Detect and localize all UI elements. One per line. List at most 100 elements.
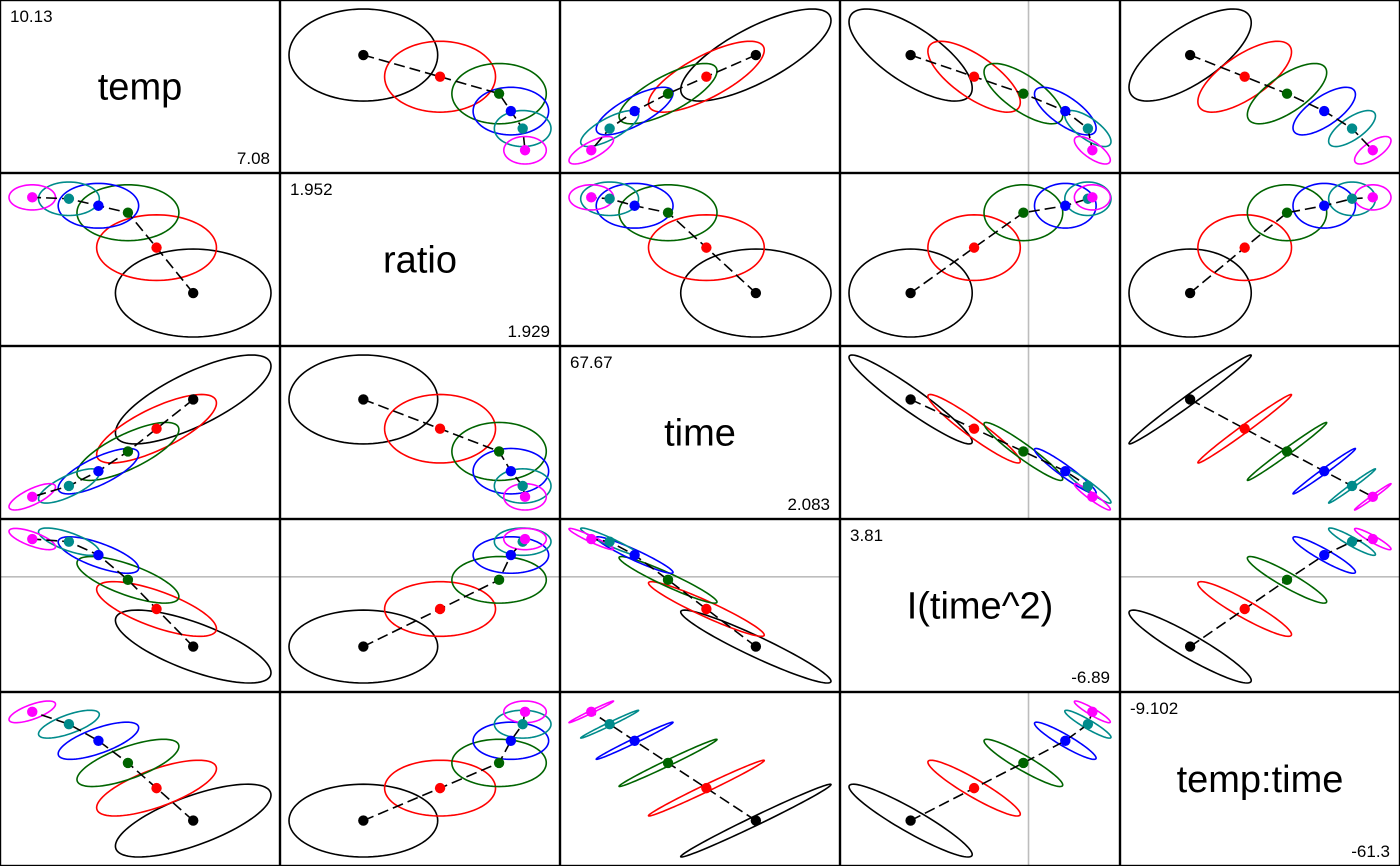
ellipse-group-4 [595, 721, 674, 761]
ellipse-group-2 [383, 759, 497, 817]
ellipse-group-1 [288, 354, 439, 445]
ellipse-group-3 [618, 738, 718, 788]
center-point-group-1 [188, 815, 199, 826]
ellipse-group-3 [618, 183, 718, 242]
panel-i-time-2-vs-temp-time [1119, 518, 1400, 693]
panel-content [288, 8, 552, 165]
center-point-group-1 [188, 287, 199, 299]
panel-content [1128, 354, 1392, 511]
center-point-group-3 [493, 757, 505, 769]
center-point-group-6 [586, 706, 597, 718]
center-point-group-5 [63, 480, 75, 492]
ellipse-group-2 [1197, 393, 1293, 464]
center-point-group-2 [701, 603, 712, 615]
panel-border [1119, 518, 1400, 693]
ellipse-group-1 [1128, 609, 1253, 684]
ellipse-group-6 [1073, 183, 1112, 211]
ellipse-group-5 [1327, 527, 1377, 557]
center-line [32, 196, 194, 294]
panel-time-vs-ratio [279, 345, 561, 520]
ellipse-group-2 [647, 214, 766, 282]
ellipse-group-2 [927, 40, 1022, 113]
panel-time-vs-i-time-2 [839, 345, 1121, 520]
ellipse-group-4 [595, 86, 674, 136]
panel-content [568, 181, 832, 338]
center-point-group-2 [434, 782, 446, 794]
panel-content [288, 700, 552, 858]
center-point-group-5 [1082, 718, 1094, 730]
center-point-group-2 [701, 242, 712, 253]
ellipse-group-5 [1063, 181, 1112, 217]
ellipse-group-1 [848, 354, 974, 445]
center-point-group-3 [1018, 757, 1029, 769]
ellipse-group-4 [1292, 536, 1357, 575]
center-point-group-5 [604, 536, 615, 547]
panel-content [281, 527, 559, 684]
center-point-group-4 [629, 200, 640, 211]
center-point-group-5 [604, 718, 615, 730]
center-line [590, 54, 757, 151]
ellipse-group-4 [1292, 182, 1357, 229]
panel-border [1119, 345, 1400, 520]
center-point-group-3 [122, 757, 134, 769]
ellipse-group-3 [451, 738, 548, 788]
panel-border [839, 691, 1121, 866]
center-point-group-1 [188, 394, 199, 405]
panel-border [1119, 172, 1400, 347]
ellipse-group-2 [383, 580, 497, 638]
center-line [910, 54, 1094, 151]
range-min-label: -61.3 [1351, 842, 1390, 861]
variable-name: ratio [383, 240, 457, 282]
center-point-group-4 [629, 735, 640, 746]
ellipse-group-1 [114, 354, 272, 445]
ellipse-group-2 [95, 214, 218, 282]
center-point-group-1 [358, 394, 369, 405]
panel-border [279, 518, 561, 693]
center-point-group-4 [1060, 465, 1071, 477]
center-point-group-1 [905, 815, 916, 826]
ellipse-group-2 [927, 393, 1022, 464]
center-point-group-4 [1319, 465, 1330, 477]
ellipse-group-5 [579, 181, 640, 217]
center-point-group-4 [505, 105, 517, 117]
center-point-group-5 [517, 718, 528, 730]
ellipse-group-4 [595, 182, 674, 229]
center-point-group-6 [519, 533, 531, 545]
center-point-group-6 [519, 145, 531, 156]
panel-i-time-2-vs-time [559, 518, 841, 693]
range-min-label: 1.929 [507, 322, 550, 341]
ellipse-group-2 [1197, 214, 1293, 282]
center-point-group-5 [1082, 480, 1094, 492]
center-point-group-2 [151, 603, 162, 615]
ellipse-group-2 [95, 759, 218, 817]
center-point-group-4 [1060, 105, 1071, 117]
ellipse-group-3 [76, 183, 180, 242]
ellipse-group-6 [568, 135, 615, 165]
center-point-group-2 [434, 603, 446, 615]
panel-content [8, 700, 272, 858]
ellipse-group-5 [37, 709, 101, 739]
ellipse-group-5 [37, 468, 101, 504]
center-point-group-1 [750, 815, 762, 826]
ellipse-group-5 [37, 181, 101, 217]
center-point-group-6 [519, 491, 531, 503]
ellipse-group-6 [502, 482, 548, 511]
ellipse-group-6 [8, 183, 57, 211]
variable-name: temp:time [1177, 759, 1344, 801]
center-point-group-1 [358, 49, 369, 61]
panel-ratio-vs-i-time-2 [839, 172, 1121, 347]
center-point-group-6 [519, 706, 531, 718]
ellipse-group-4 [1292, 447, 1357, 495]
center-line [32, 538, 194, 648]
center-point-group-3 [662, 757, 674, 769]
ellipse-group-3 [451, 555, 548, 604]
center-point-group-4 [505, 465, 517, 477]
center-point-group-2 [434, 423, 446, 434]
panel-content [568, 700, 832, 858]
range-min-label: 2.083 [787, 495, 830, 514]
center-line [590, 711, 757, 822]
ellipse-group-6 [568, 183, 615, 211]
center-point-group-6 [1367, 145, 1378, 156]
center-point-group-4 [93, 735, 104, 746]
